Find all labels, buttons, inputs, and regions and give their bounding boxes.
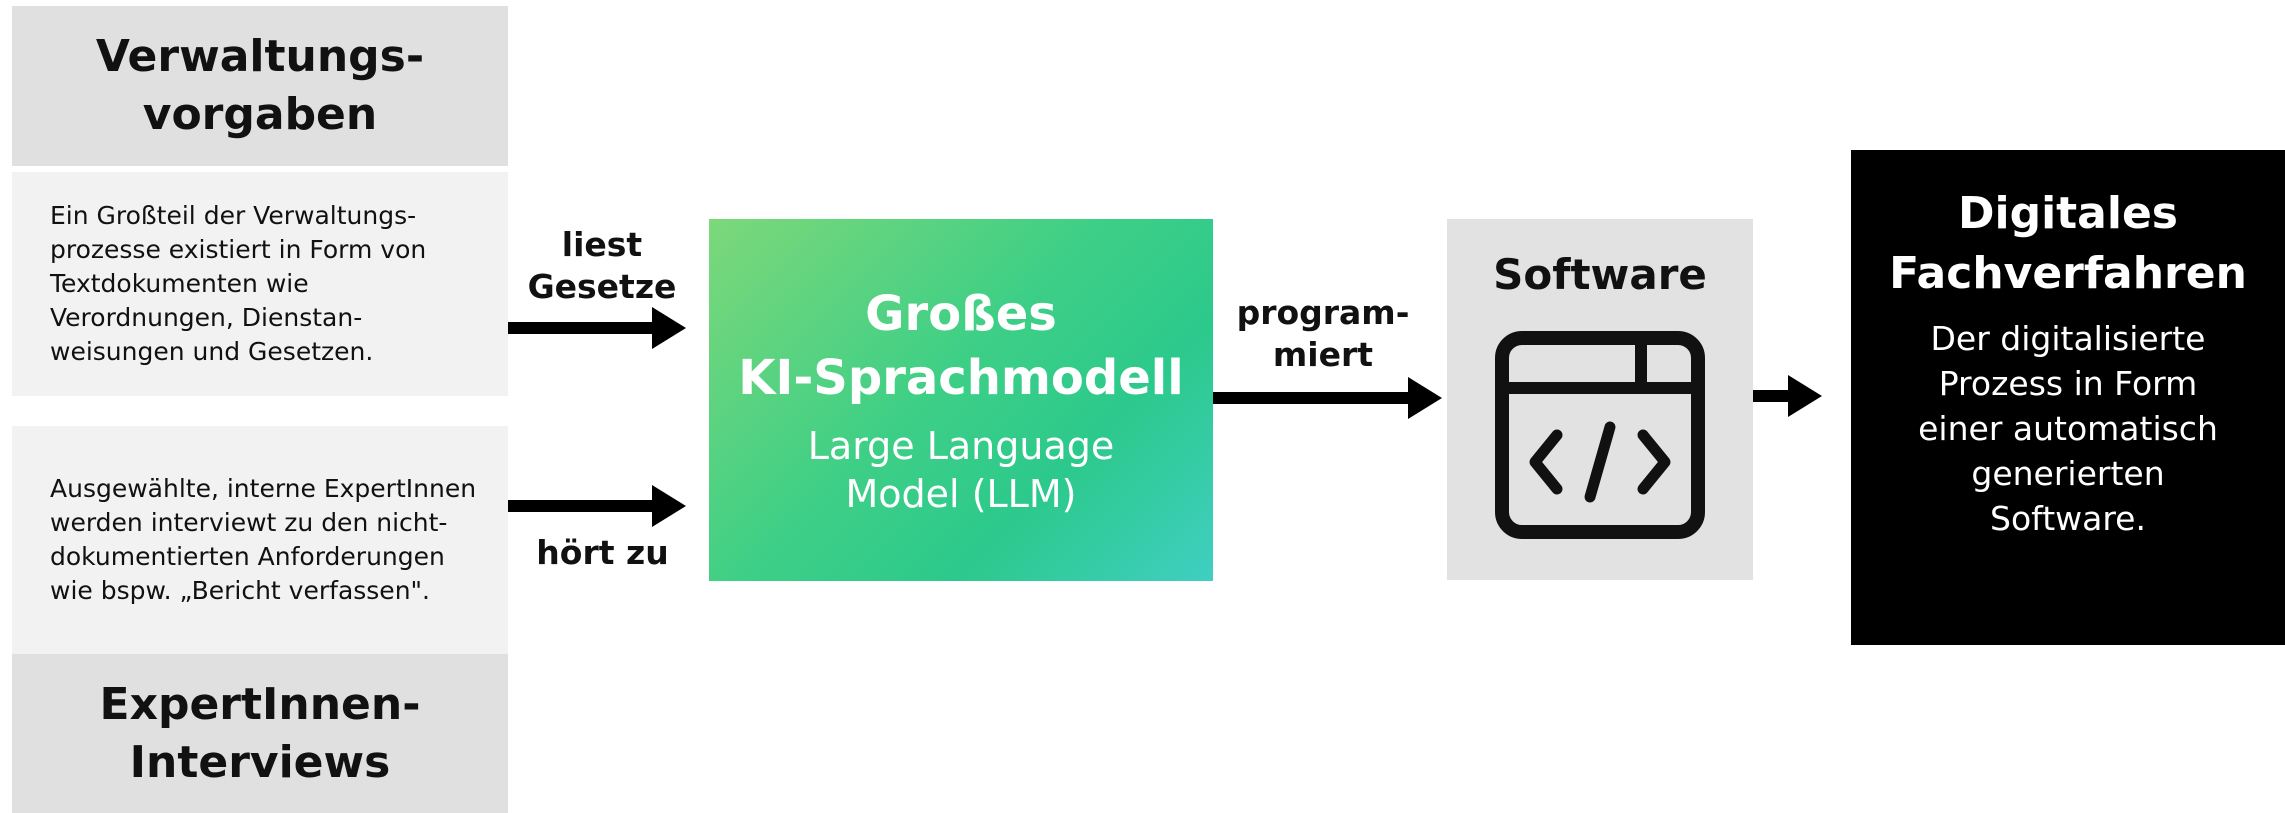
source-title-line: vorgaben [142, 89, 378, 140]
edge-label-programs: program- miert [1228, 292, 1418, 376]
llm-subtitle-line: Large Language [807, 424, 1115, 468]
llm-box: Großes KI-Sprachmodell Large Language Mo… [709, 219, 1213, 581]
description-line: prozesse existiert in Form von [50, 235, 427, 264]
output-description-line: einer automatisch [1918, 409, 2218, 448]
arrow-llm-to-software [1212, 392, 1432, 404]
description-line: Verordnungen, Dienstan- [50, 303, 363, 332]
edge-label-line: program- [1236, 293, 1410, 332]
source-title-interviews: ExpertInnen- Interviews [12, 654, 508, 813]
arrow-interviews-to-llm [508, 500, 676, 512]
description-line: weisungen und Gesetzen. [50, 337, 374, 366]
arrow-software-to-output [1752, 390, 1812, 402]
software-box: Software [1447, 219, 1753, 580]
description-line: wie bspw. „Bericht verfassen". [50, 576, 430, 605]
description-line: Textdokumenten wie [50, 269, 309, 298]
llm-title: Großes KI-Sprachmodell [738, 282, 1183, 410]
edge-label-listens: hört zu [536, 533, 669, 572]
output-description-line: Software. [1990, 499, 2146, 538]
software-title: Software [1493, 250, 1707, 299]
output-title-line: Digitales [1957, 188, 2178, 239]
output-box: Digitales Fachverfahren Der digitalisier… [1851, 150, 2285, 645]
llm-subtitle: Large Language Model (LLM) [808, 422, 1115, 518]
output-description-line: Der digitalisierte [1930, 319, 2206, 358]
llm-title-line: KI-Sprachmodell [738, 350, 1184, 406]
llm-title-line: Großes [865, 286, 1057, 342]
edge-label-reads: liest Gesetze [512, 224, 692, 308]
source-title-regulations: Verwaltungs- vorgaben [12, 6, 508, 166]
llm-subtitle-line: Model (LLM) [845, 472, 1077, 516]
code-window-icon [1495, 331, 1705, 539]
source-title-line: ExpertInnen- [99, 678, 421, 730]
edge-label-line: miert [1272, 335, 1374, 374]
source-description-interviews: Ausgewählte, interne ExpertInnen werden … [12, 426, 508, 654]
output-description-line: generierten [1971, 454, 2165, 493]
description-line: werden interviewt zu den nicht- [50, 508, 448, 537]
source-title-line: Interviews [129, 736, 391, 788]
edge-label-line: Gesetze [527, 267, 677, 306]
description-line: Ausgewählte, interne ExpertInnen [50, 474, 477, 503]
description-line: Ein Großteil der Verwaltungs- [50, 201, 417, 230]
source-title-line: Verwaltungs- [95, 31, 425, 82]
arrow-regulations-to-llm [508, 322, 676, 334]
output-description-line: Prozess in Form [1938, 364, 2198, 403]
output-title-line: Fachverfahren [1889, 248, 2247, 299]
output-title: Digitales Fachverfahren [1889, 184, 2247, 304]
description-line: dokumentierten Anforderungen [50, 542, 445, 571]
source-description-regulations: Ein Großteil der Verwaltungs- prozesse e… [12, 172, 508, 396]
edge-label-line: liest [561, 225, 643, 264]
output-description: Der digitalisierte Prozess in Form einer… [1918, 316, 2218, 541]
